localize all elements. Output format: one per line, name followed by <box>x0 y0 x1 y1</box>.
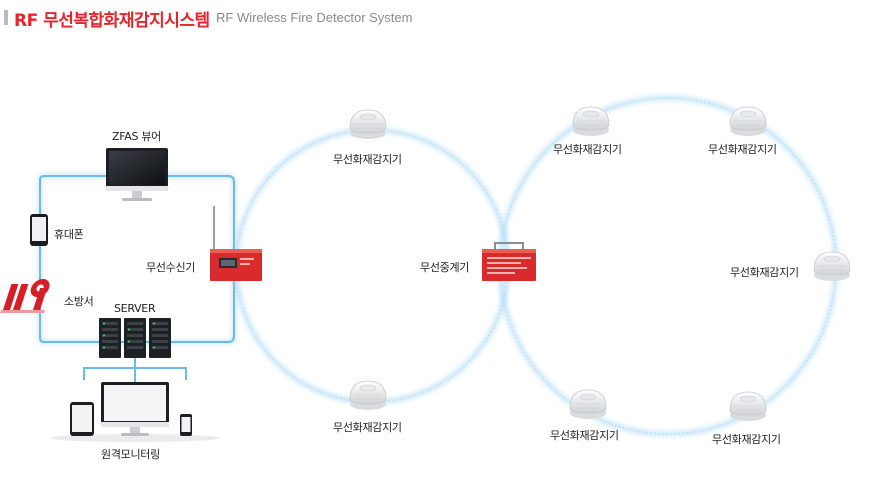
fire-detector-icon <box>349 109 387 139</box>
detector-label: 무선화재감지기 <box>712 433 781 446</box>
detector-label: 무선화재감지기 <box>333 421 402 434</box>
page-subtitle: RF Wireless Fire Detector System <box>216 10 413 25</box>
detector-label: 무선화재감지기 <box>730 266 799 279</box>
fire-detector-icon <box>572 106 610 136</box>
fire-detector-icon <box>813 251 851 281</box>
detector-label: 무선화재감지기 <box>553 143 622 156</box>
wireless-repeater-icon <box>482 242 536 281</box>
zfas-monitor-icon <box>106 148 168 201</box>
fire-detector-icon <box>729 391 767 421</box>
server-label: SERVER <box>114 302 156 315</box>
receiver-label: 무선수신기 <box>146 261 196 274</box>
server-rack-icon <box>99 318 171 358</box>
fire-station-logo <box>0 279 50 313</box>
fire-detector-icon <box>569 389 607 419</box>
detector-label: 무선화재감지기 <box>550 429 619 442</box>
detector-label: 무선화재감지기 <box>708 143 777 156</box>
wired-network-lines <box>37 173 237 398</box>
remote-monitoring-devices <box>50 382 220 442</box>
zfas-viewer-label: ZFAS 뷰어 <box>112 130 161 143</box>
title-marker <box>4 10 8 25</box>
wireless-receiver-icon <box>210 206 262 281</box>
fire-detector-icon <box>729 106 767 136</box>
phone-icon <box>30 214 48 246</box>
repeater-label: 무선중계기 <box>420 261 470 274</box>
detector-label: 무선화재감지기 <box>333 153 402 166</box>
fire-station-label: 소방서 <box>64 295 94 308</box>
phone-label: 휴대폰 <box>54 228 84 241</box>
page-title: RF 무선복합화재감지시스템 <box>14 11 210 31</box>
remote-monitoring-label: 원격모니터링 <box>101 448 160 461</box>
fire-detector-icon <box>349 380 387 410</box>
